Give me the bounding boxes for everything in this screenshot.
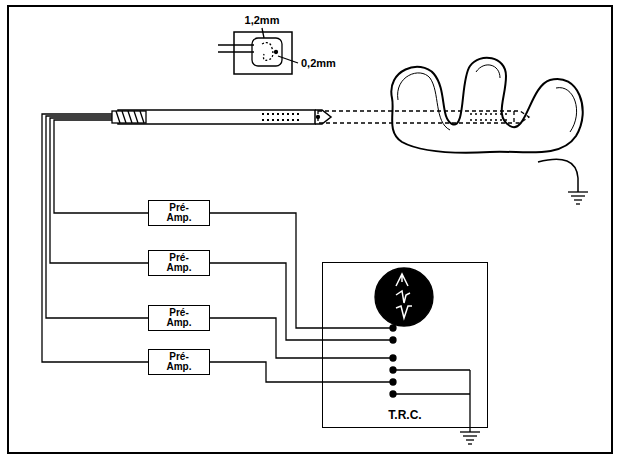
electrode-tip-detail bbox=[218, 28, 298, 74]
signal-wire bbox=[210, 318, 322, 358]
ground-symbol bbox=[568, 192, 588, 204]
terminal-dots bbox=[390, 325, 396, 397]
frame bbox=[8, 6, 612, 453]
waveforms bbox=[396, 274, 412, 318]
reference-electrode bbox=[538, 159, 578, 192]
preamp-label: Pré- Amp. bbox=[167, 203, 192, 224]
device-label: T.R.C. bbox=[323, 409, 487, 422]
inserted-electrode bbox=[318, 111, 529, 123]
tissue-outline bbox=[391, 58, 582, 153]
oscilloscope-box: T.R.C. bbox=[322, 262, 488, 428]
preamp-label: Pré- Amp. bbox=[167, 308, 192, 329]
signal-wire bbox=[210, 263, 322, 340]
signal-wire bbox=[210, 213, 322, 328]
preamp-box: Pré- Amp. bbox=[148, 305, 210, 331]
tissue-outline bbox=[398, 65, 577, 132]
crt-screen bbox=[375, 268, 433, 326]
preamp-label: Pré- Amp. bbox=[167, 253, 192, 274]
preamp-label: Pré- Amp. bbox=[167, 352, 192, 373]
ground-symbol bbox=[460, 432, 480, 444]
dimension-label: 0,2mm bbox=[300, 57, 337, 69]
preamp-box: Pré- Amp. bbox=[148, 250, 210, 276]
preamp-box: Pré- Amp. bbox=[148, 349, 210, 375]
dimension-label: 1,2mm bbox=[244, 14, 281, 26]
preamp-box: Pré- Amp. bbox=[148, 200, 210, 226]
needle-electrode bbox=[112, 110, 331, 124]
signal-wire bbox=[210, 362, 322, 382]
electrode-cable bbox=[42, 114, 148, 362]
